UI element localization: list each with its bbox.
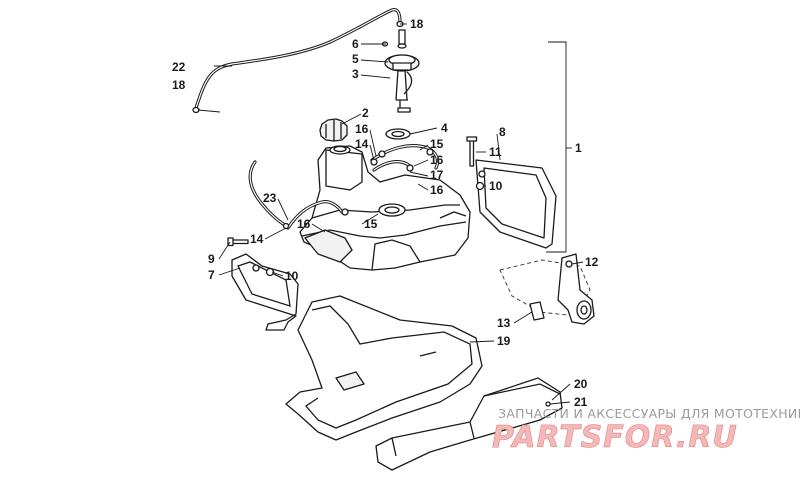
callout-12: 12 [585, 255, 599, 269]
callout-4: 4 [441, 121, 448, 135]
callout-3: 3 [352, 67, 359, 81]
callout-7: 7 [208, 268, 215, 282]
callout-17: 17 [430, 168, 444, 182]
callout-8: 8 [499, 125, 506, 139]
callout-21: 21 [574, 395, 588, 409]
gas-cap [319, 118, 348, 142]
fuel-pump-assembly [381, 29, 420, 113]
tank-hoses [248, 144, 440, 230]
watermark: ЗАПЧАСТИ И АКСЕССУАРЫ ДЛЯ МОТОТЕХНИКИ PA… [492, 406, 800, 455]
callout-16-a: 16 [355, 122, 369, 136]
callout-14-top: 14 [355, 137, 369, 151]
frame-mount [499, 253, 595, 325]
callout-18-left: 18 [172, 78, 186, 92]
callout-11: 11 [489, 145, 502, 159]
callout-9: 9 [208, 252, 215, 266]
leader-lines [197, 23, 584, 405]
fuel-tank [299, 145, 471, 271]
bracket-bolt [466, 136, 485, 191]
callout-16-d: 16 [297, 217, 311, 231]
tank-bracket [475, 159, 557, 249]
callout-15-top: 15 [430, 137, 444, 151]
watermark-caption: ЗАПЧАСТИ И АКСЕССУАРЫ ДЛЯ МОТОТЕХНИКИ [498, 406, 800, 421]
pump-gasket [385, 128, 411, 140]
heat-shield [375, 377, 563, 471]
callout-23: 23 [263, 191, 277, 205]
callout-19: 19 [497, 334, 511, 348]
callout-10-top: 10 [489, 179, 503, 193]
callout-14-left: 14 [250, 232, 264, 246]
callout-22: 22 [172, 60, 186, 74]
callout-13: 13 [497, 316, 511, 330]
callout-6: 6 [352, 37, 359, 51]
callout-2: 2 [362, 106, 369, 120]
side-bracket [227, 237, 299, 331]
assembly-bracket [546, 41, 572, 253]
callout-18-top: 18 [410, 17, 424, 31]
callout-10-side: 10 [285, 269, 299, 283]
callout-5: 5 [352, 52, 359, 66]
callout-16-b: 16 [430, 153, 444, 167]
callout-1: 1 [575, 141, 582, 155]
callout-15-mid: 15 [364, 217, 378, 231]
callout-labels: 1 2 3 4 5 6 7 8 9 10 10 11 12 13 14 14 1… [172, 17, 599, 409]
watermark-logo: PARTSFOR.RU [492, 420, 738, 455]
callout-16-c: 16 [430, 183, 444, 197]
skid-plate [285, 295, 483, 441]
callout-20: 20 [574, 377, 588, 391]
